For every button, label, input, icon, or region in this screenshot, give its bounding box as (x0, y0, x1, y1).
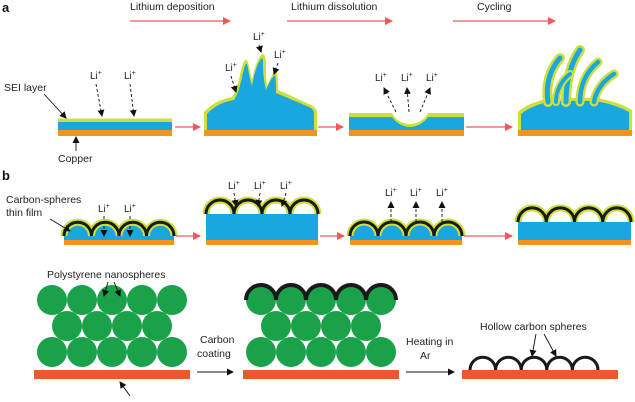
hollow-pointer-1 (529, 333, 537, 357)
carbon-film-label-line2: thin film (6, 207, 42, 219)
coated-stack (243, 283, 399, 379)
electrode-b2-deposited (202, 196, 322, 245)
electrode-b3-dissolved (346, 218, 466, 245)
electrode-a2-deposited (204, 54, 317, 136)
polystyrene-stack (34, 285, 190, 379)
stage-label-deposition: Lithium deposition (130, 1, 215, 13)
svg-text:Li+: Li+ (426, 72, 438, 84)
substrate-pointer (119, 381, 131, 397)
li-ion-a2-1-arrow (230, 75, 238, 93)
electrode-b1-initial (60, 218, 178, 245)
electrode-a1-initial (58, 118, 172, 136)
stage-label-cycling: Cycling (477, 1, 512, 13)
li-ion-a3-3: Li+ (426, 72, 438, 84)
sei-layer-label: SEI layer (4, 82, 47, 94)
li-ion-b3-3: Li+ (436, 187, 448, 199)
polystyrene-pointer-2 (113, 281, 121, 297)
svg-text:Li+: Li+ (410, 187, 422, 199)
li-ion-a3-3-arrow (419, 87, 431, 113)
li-ion-a3-2: Li+ (401, 72, 413, 84)
svg-text:Li+: Li+ (254, 180, 266, 192)
svg-text:Li+: Li+ (436, 187, 448, 199)
li-ion-b1-1: Li+ (98, 203, 110, 215)
electrode-b4-cycled (514, 204, 635, 245)
polystyrene-pointer-1 (102, 281, 110, 297)
sei-pointer (43, 93, 67, 119)
svg-text:Li+: Li+ (375, 72, 387, 84)
li-ion-a2-3: Li+ (274, 49, 286, 61)
li-ion-a2-2-arrow (255, 44, 263, 53)
svg-text:Li+: Li+ (225, 62, 237, 74)
li-ion-a2-3-arrow (272, 62, 280, 75)
hollow-spheres-label: Hollow carbon spheres (480, 321, 587, 333)
li-ion-b2-2: Li+ (254, 180, 266, 192)
copper-label: Copper (58, 153, 93, 165)
panel-label-a: a (2, 0, 10, 15)
carbon-film-pointer (49, 218, 71, 232)
svg-text:Li+: Li+ (124, 70, 136, 82)
hollow-spheres (462, 355, 618, 379)
li-ion-a2-1: Li+ (225, 62, 237, 74)
electrode-a4-cycled (518, 45, 632, 136)
li-ion-b2-3-arrow (280, 192, 288, 207)
li-ion-a1-2-arrow (129, 83, 137, 117)
li-ion-a3-2-arrow (404, 87, 411, 113)
svg-text:Li+: Li+ (401, 72, 413, 84)
polystyrene-label: Polystyrene nanospheres (47, 269, 166, 281)
li-ion-b2-2-arrow (255, 192, 263, 207)
svg-text:Li+: Li+ (385, 187, 397, 199)
carbon-coating-label-line1: Carbon (200, 334, 235, 346)
svg-text:Li+: Li+ (253, 31, 265, 43)
li-ion-b3-1: Li+ (385, 187, 397, 199)
li-ion-b2-1: Li+ (228, 180, 240, 192)
hollow-pointer-2 (543, 333, 557, 357)
li-ion-a3-1-arrow (383, 87, 397, 113)
heating-label-line2: Ar (420, 350, 431, 362)
heating-label-line1: Heating in (406, 336, 453, 348)
carbon-film-label-line1: Carbon-spheres (6, 194, 81, 206)
li-ion-a1-1-arrow (95, 83, 105, 117)
carbon-coating-label-line2: coating (197, 348, 231, 360)
svg-text:Li+: Li+ (124, 203, 136, 215)
li-ion-b1-2: Li+ (124, 203, 136, 215)
li-ion-a1-1: Li+ (90, 70, 102, 82)
svg-text:Li+: Li+ (274, 49, 286, 61)
li-ion-b2-1-arrow (231, 192, 239, 207)
svg-text:Li+: Li+ (280, 180, 292, 192)
stage-label-dissolution: Lithium dissolution (291, 1, 378, 13)
li-ion-b2-3: Li+ (280, 180, 292, 192)
svg-text:Li+: Li+ (90, 70, 102, 82)
li-ion-a2-2: Li+ (253, 31, 265, 43)
li-ion-a3-1: Li+ (375, 72, 387, 84)
electrode-a3-dissolved (349, 113, 464, 136)
li-ion-b3-2: Li+ (410, 187, 422, 199)
panel-label-b: b (2, 168, 10, 183)
svg-text:Li+: Li+ (98, 203, 110, 215)
svg-text:Li+: Li+ (228, 180, 240, 192)
li-ion-a1-2: Li+ (124, 70, 136, 82)
